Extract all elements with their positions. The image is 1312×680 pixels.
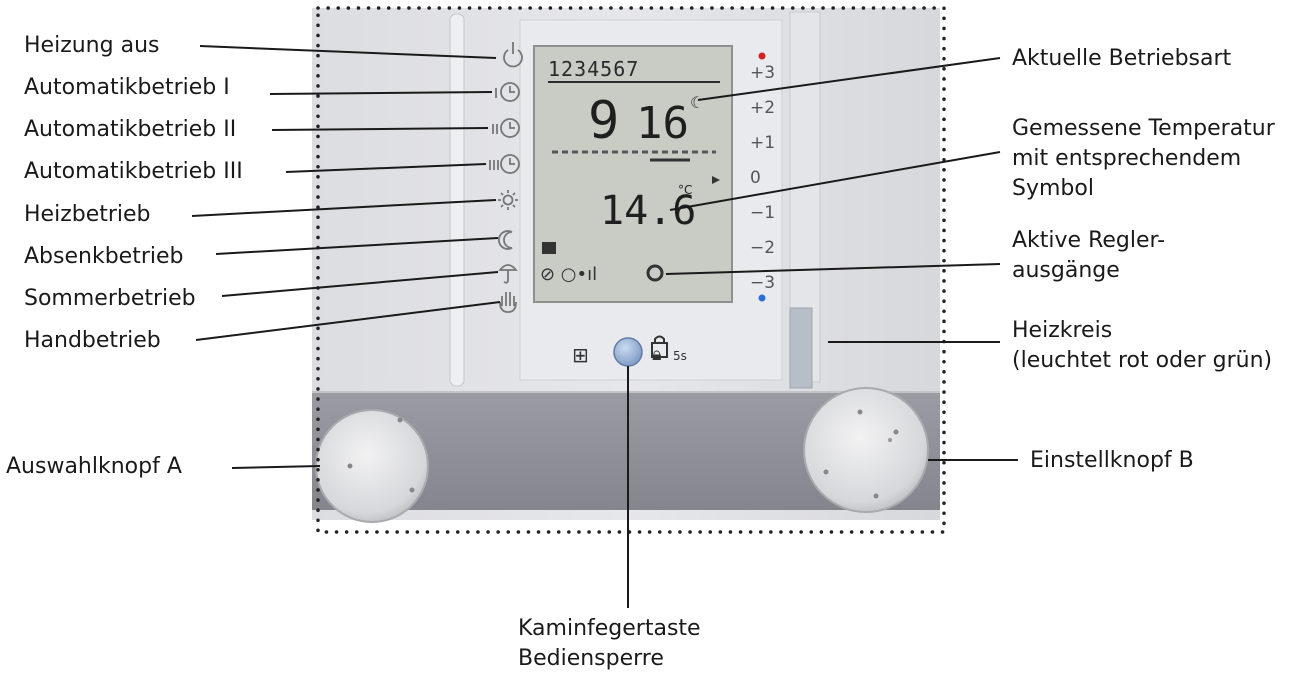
lcd-output-symbol [646,264,664,282]
moon-icon [498,230,513,250]
label-chimney-sweep: Kaminfegertaste Bediensperre [518,616,701,671]
scale-mark: −1 [750,203,775,223]
scale-bottom-dot [758,294,766,302]
label-current-mode: Aktuelle Betriebsart [1012,46,1232,71]
scale-mark: +1 [750,133,775,153]
lcd-outputs-left: ⊘ ○•ıl [540,264,597,285]
label-heizung-aus: Heizung aus [24,33,160,58]
scale-mark: −2 [750,238,775,258]
power-icon [503,42,523,68]
lcd-days: 1234567 [548,57,639,81]
label-automatikbetrieb-2: Automatikbetrieb II [24,117,237,142]
label-measured-temp: Gemessene Temperatur mit entsprechendem … [1012,116,1275,201]
clock-2-icon [492,118,520,138]
chimney-sweep-icon: ⊞ [572,343,589,367]
hand-icon [499,292,517,313]
label-heizbetrieb: Heizbetrieb [24,202,151,227]
label-sommerbetrieb: Sommerbetrieb [24,286,196,311]
label-knob-a: Auswahlknopf A [6,454,182,479]
lcd-time-hours: 9 [588,91,619,151]
lcd-house-symbol [542,242,556,254]
mode-icons [489,42,523,313]
label-heating-circuit: Heizkreis (leuchtet rot oder grün) [1012,318,1273,373]
scale-mark: −3 [750,273,775,293]
label-automatikbetrieb-1: Automatikbetrieb I [24,75,230,100]
lcd-temp-unit: °C [678,183,692,197]
heating-circuit-led [789,307,813,389]
umbrella-icon [498,264,518,284]
chimney-sweep-button [613,337,643,367]
knob-a [315,409,429,523]
clock-3-icon [489,154,520,174]
sun-icon [498,190,518,210]
scale-mark: 0 [750,168,761,188]
scale-mark: +2 [750,98,775,118]
lock-icon: 🔒︎ [652,344,662,365]
lcd-moon-symbol: ☾ [690,93,704,112]
clock-1-icon [495,82,520,102]
scale-mark: +3 [750,63,775,83]
left-rail [449,13,465,387]
label-handbetrieb: Handbetrieb [24,328,161,353]
label-absenkbetrieb: Absenkbetrieb [24,244,184,269]
label-knob-b: Einstellknopf B [1030,448,1194,473]
label-active-outputs: Aktive Regler- ausgänge [1012,228,1166,283]
knob-b [803,387,929,513]
lcd-time-minutes: 16 [636,98,689,149]
lock-caption: 5s [673,349,687,363]
label-automatikbetrieb-3: Automatikbetrieb III [24,159,243,184]
scale-top-dot [758,52,766,60]
